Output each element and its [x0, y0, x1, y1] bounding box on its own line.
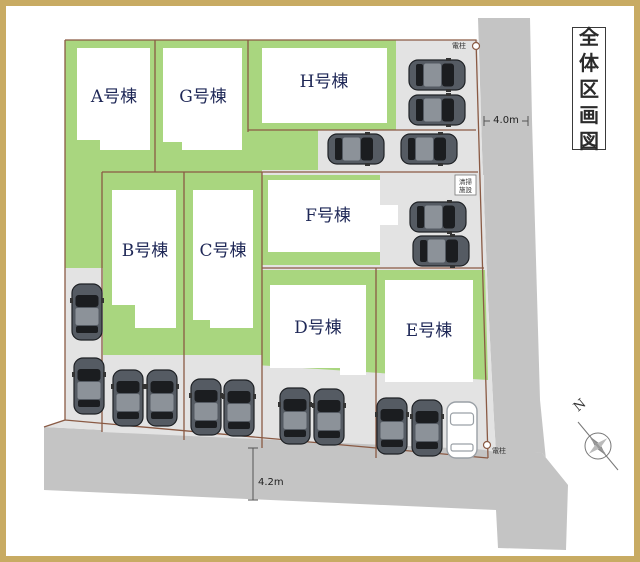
- south-road-width: 4.2m: [258, 477, 284, 488]
- building-g: [163, 48, 242, 150]
- car: [408, 92, 466, 128]
- building-e: [385, 280, 473, 382]
- garbage-facility-label-2: 施設: [459, 185, 473, 194]
- building-label-g: G号棟: [179, 87, 227, 107]
- title-char: 全: [579, 24, 599, 49]
- car: [409, 199, 467, 235]
- east-road-dimension-bg: [490, 112, 522, 126]
- building-label-f: F号棟: [305, 206, 351, 226]
- east-road-width: 4.0m: [493, 115, 519, 126]
- lot-lines: [43, 39, 489, 459]
- car: [409, 399, 445, 457]
- car: [311, 388, 347, 446]
- car-outline: [446, 401, 478, 459]
- east-road: [478, 18, 568, 485]
- building-label-b: B号棟: [122, 241, 169, 261]
- title-char: 区: [579, 76, 599, 101]
- south-road-dimension: [248, 447, 258, 501]
- building-b: [112, 190, 176, 328]
- building-label-c: C号棟: [199, 241, 246, 261]
- car: [412, 233, 470, 269]
- building-label-d: D号棟: [294, 318, 342, 338]
- building-f: [268, 180, 398, 252]
- compass-north-label: N: [571, 396, 589, 415]
- car: [110, 369, 146, 427]
- garbage-facility-label-1: 清掃: [459, 177, 473, 186]
- car: [327, 131, 385, 167]
- car: [374, 397, 410, 455]
- plan-title: 全 体 区 画 図: [572, 24, 606, 153]
- title-char: 図: [579, 128, 599, 153]
- building-label-e: E号棟: [406, 321, 452, 341]
- utility-pole-icon: [471, 41, 481, 51]
- car: [277, 387, 313, 445]
- south-road: [44, 427, 568, 550]
- compass-icon: [577, 421, 619, 471]
- car: [400, 131, 458, 167]
- building-label-a: A号棟: [90, 87, 137, 107]
- car: [221, 379, 257, 437]
- building-c: [193, 190, 253, 328]
- utility-pole-label-bottom: 電柱: [492, 446, 506, 455]
- buildings: [77, 48, 473, 382]
- car: [144, 369, 180, 427]
- building-d: [270, 285, 366, 375]
- car: [71, 357, 107, 415]
- title-char: 体: [579, 50, 599, 75]
- car: [188, 378, 224, 436]
- title-char: 画: [579, 102, 599, 127]
- garbage-facility-box: [454, 174, 477, 196]
- building-h: [262, 48, 387, 123]
- building-label-h: H号棟: [300, 72, 349, 92]
- building-a: [77, 48, 150, 150]
- utility-pole-icon: [482, 440, 492, 450]
- utility-pole-label-top: 電柱: [452, 41, 466, 50]
- car: [408, 57, 466, 93]
- car: [69, 283, 105, 341]
